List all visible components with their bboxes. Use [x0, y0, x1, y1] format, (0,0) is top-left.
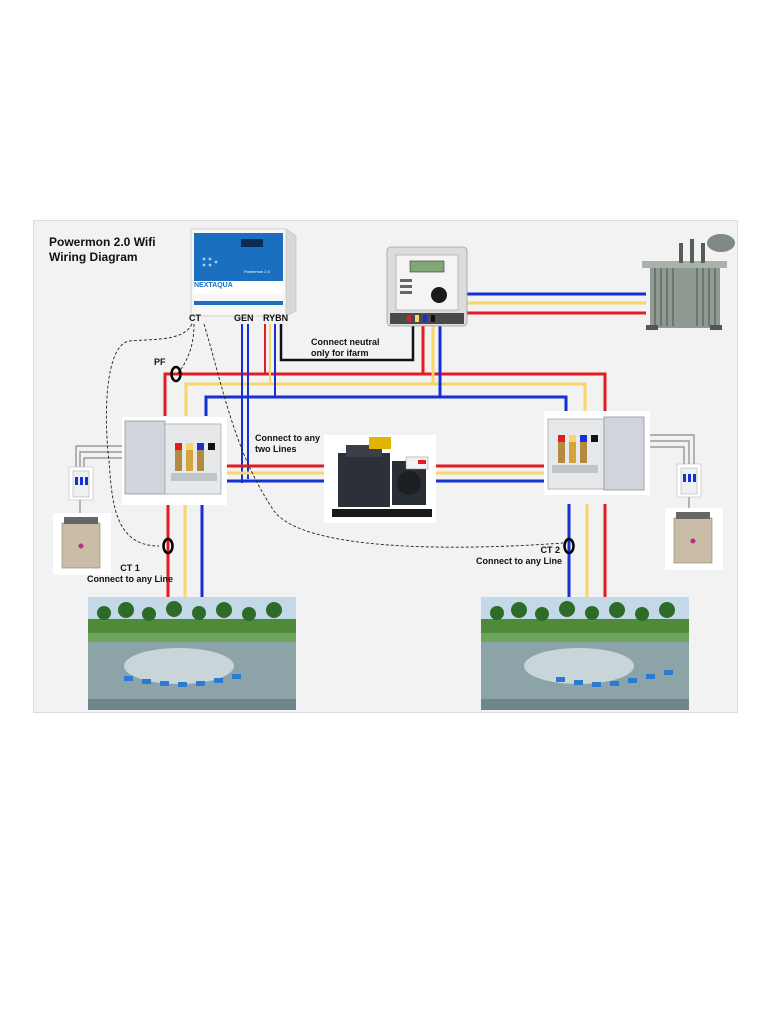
connect-two-line-1: Connect to any — [255, 433, 321, 443]
powermon-wires — [241, 324, 415, 483]
wiring-svg — [53, 228, 735, 710]
title-line-1: Powermon 2.0 Wifi — [49, 235, 156, 249]
ct1-subtitle: Connect to any Line — [87, 574, 174, 584]
connect-two-line-2: two Lines — [255, 444, 297, 454]
terminal-gen-label: GEN — [234, 313, 254, 323]
terminal-ct-label: CT — [189, 313, 201, 323]
terminal-rybn-label: RYBN — [263, 313, 289, 323]
ct2-title: CT 2 — [540, 545, 561, 555]
capacitor-icon — [665, 508, 723, 570]
pond-feed-wires — [166, 504, 607, 597]
ct1-title: CT 1 — [120, 563, 140, 573]
main-bus-wires — [163, 318, 607, 416]
ct-ring-icon — [162, 365, 575, 555]
device-model: Powermon 2.0 — [244, 269, 270, 274]
switchboard-icon — [122, 417, 227, 505]
wiring-diagram: Powermon 2.0 Wifi Wiring Diagram NEXTAQU… — [33, 220, 738, 713]
meter-transformer-wires — [466, 292, 646, 315]
ct2-label: CT 2 Connect to any Line — [476, 545, 562, 567]
connect-neutral-line-1: Connect neutral — [311, 337, 380, 347]
switchboard-icon — [544, 411, 650, 495]
generator-wires — [226, 464, 544, 483]
connect-neutral-line-2: only for ifarm — [311, 348, 369, 358]
transformer-icon — [642, 234, 735, 330]
diagram-title: Powermon 2.0 Wifi Wiring Diagram — [49, 235, 156, 265]
ct2-subtitle: Connect to any Line — [476, 556, 563, 566]
pf-label: PF — [154, 357, 166, 367]
mcb-icon — [676, 463, 702, 498]
connect-neutral-label: Connect neutral only for ifarm — [311, 337, 380, 359]
title-line-2: Wiring Diagram — [49, 250, 138, 264]
mcb-icon — [68, 466, 94, 501]
ct-signal-wires — [105, 323, 564, 548]
device-brand: NEXTAQUA — [194, 282, 233, 289]
ct1-label: CT 1 Connect to any Line — [87, 563, 173, 585]
pond-aerator-icon — [88, 597, 296, 710]
generator-icon — [324, 435, 436, 523]
palm-trees — [97, 601, 675, 621]
connect-two-lines-label: Connect to any two Lines — [255, 433, 320, 455]
capacitor-wires — [75, 434, 695, 517]
powermon-device-icon — [190, 228, 297, 317]
energy-meter-icon — [386, 246, 468, 327]
capacitor-icon — [53, 513, 111, 575]
